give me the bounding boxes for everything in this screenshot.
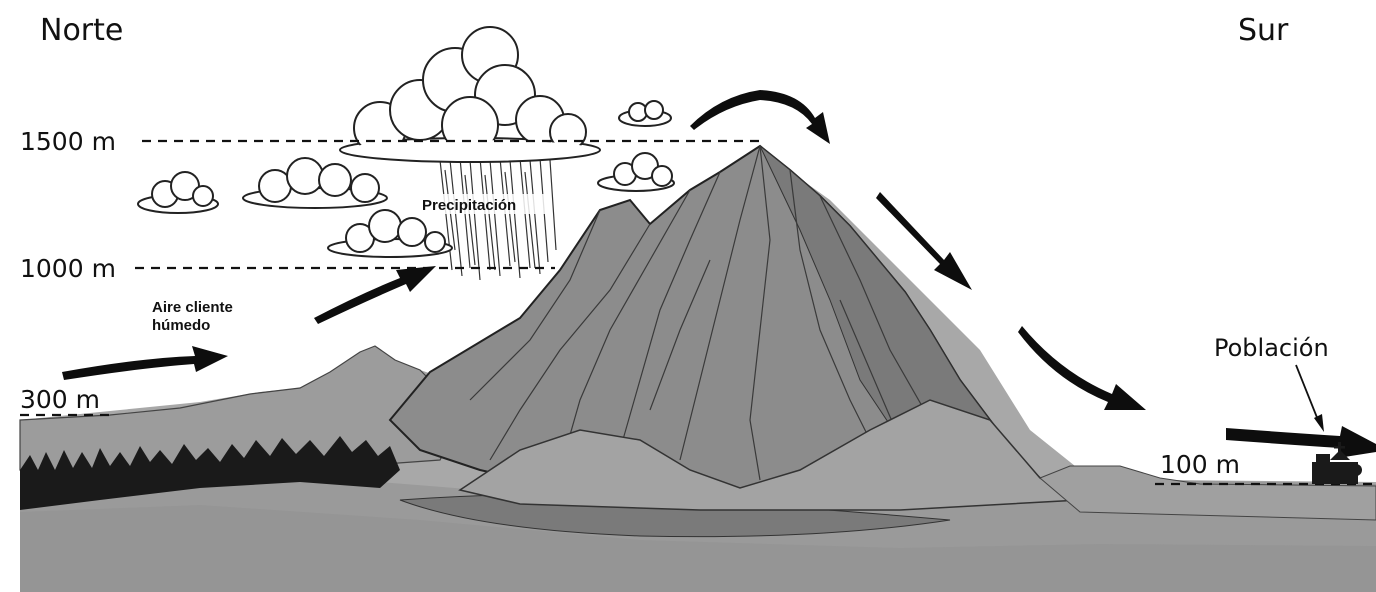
cloud-left-1 — [138, 172, 218, 213]
cloud-small-top — [619, 101, 671, 126]
altitude-1500-label: 1500 m — [20, 127, 116, 156]
town-pointer — [1296, 365, 1318, 420]
altitude-300-label: 300 m — [20, 385, 100, 414]
arrow-air-2 — [314, 266, 436, 324]
altitude-1000-label: 1000 m — [20, 254, 116, 283]
cloud-right — [598, 153, 674, 191]
air-label-line2: húmedo — [152, 317, 210, 334]
arrow-air-1 — [62, 346, 228, 380]
south-label: Sur — [1238, 13, 1289, 48]
town-label: Población — [1214, 334, 1329, 362]
cloud-mid — [328, 210, 452, 257]
cloud-left-2 — [243, 158, 387, 208]
town-pointer-head — [1314, 414, 1324, 432]
arrow-town — [1226, 426, 1376, 458]
altitude-100-label: 100 m — [1160, 450, 1240, 479]
arrow-descent-2 — [1018, 326, 1146, 410]
precipitation-label: Precipitación — [422, 197, 516, 214]
air-label-line1: Aire cliente — [152, 299, 233, 316]
rain — [440, 158, 556, 280]
north-label: Norte — [40, 13, 123, 48]
arrow-over-peak — [690, 90, 830, 144]
